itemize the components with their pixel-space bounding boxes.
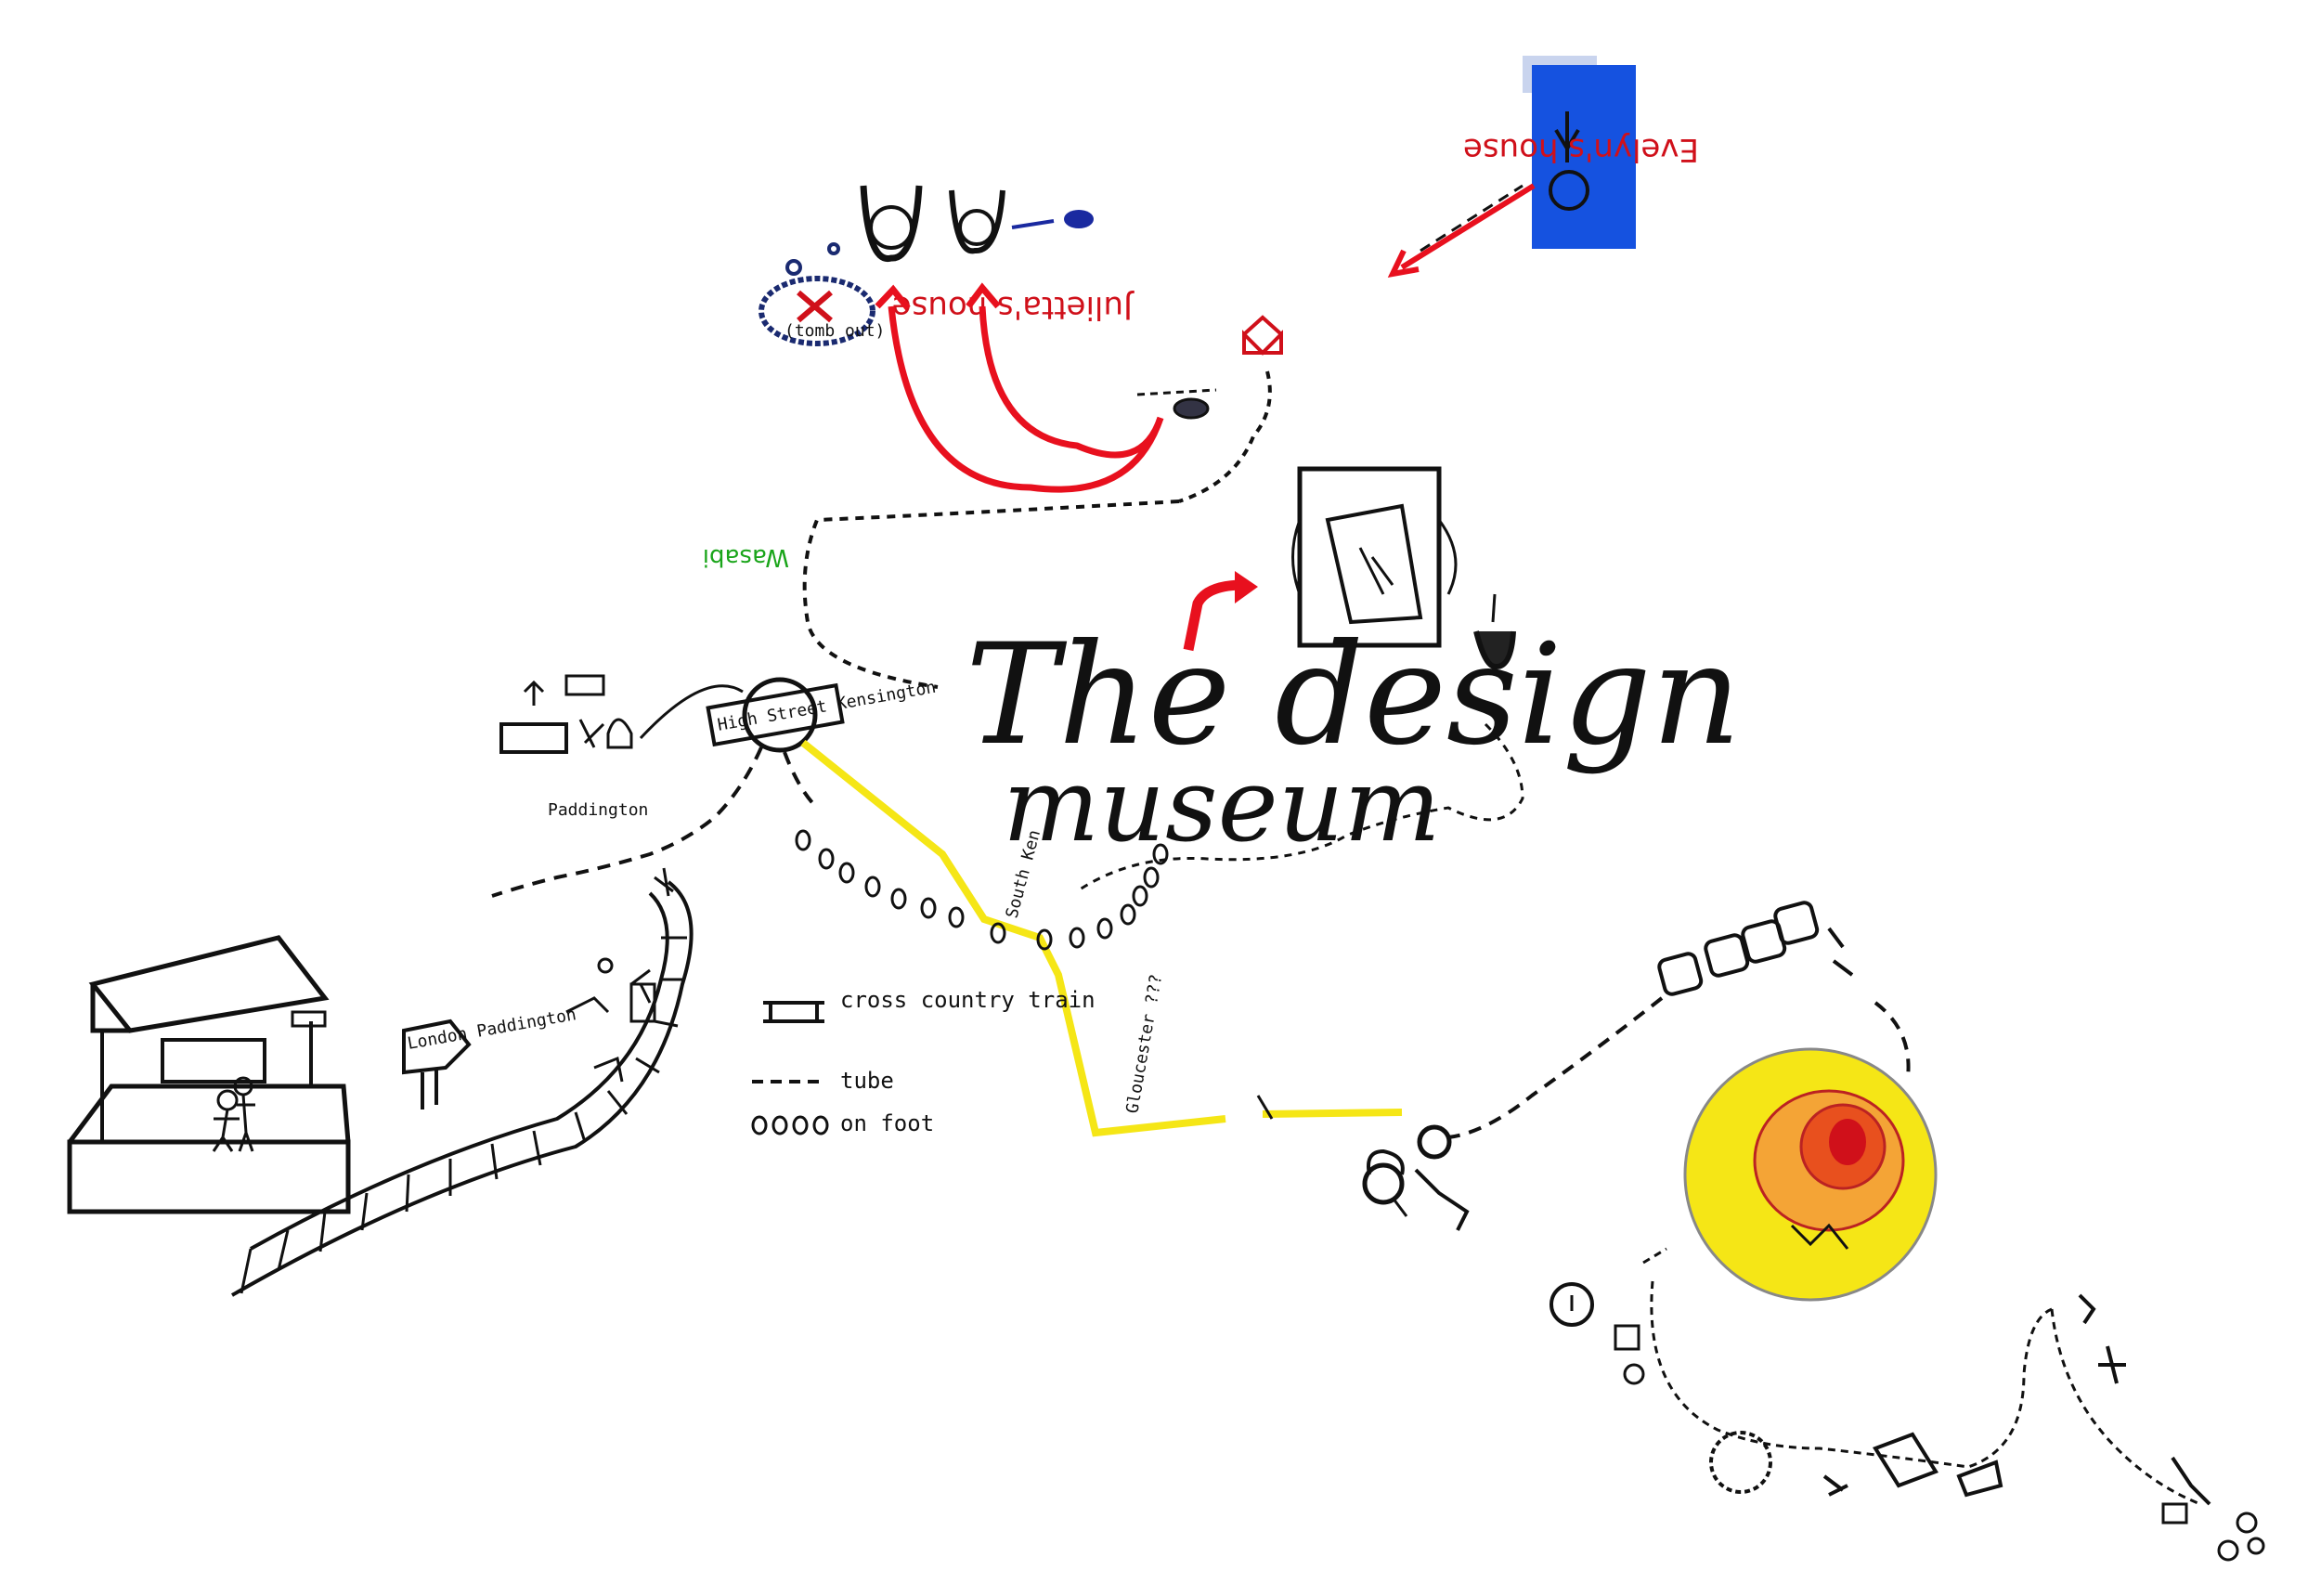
legend-cross-country-label: cross country train xyxy=(840,987,1096,1013)
detour-path xyxy=(1136,370,1272,503)
wasabi-label: Wasabi xyxy=(703,543,789,571)
person-head-2-icon xyxy=(949,189,1005,254)
gloucester-label: Gloucester ??? xyxy=(1122,973,1166,1115)
railway-track xyxy=(231,880,694,1297)
tube-path-loop xyxy=(1874,1001,1911,1078)
sun-drawing xyxy=(1683,1047,1938,1302)
london-paddington-label: London Paddington xyxy=(406,1005,577,1054)
museum-title-line2: museum xyxy=(1003,746,1441,864)
blue-arrow-icon xyxy=(1011,210,1094,229)
walk-path-to-museum xyxy=(802,500,1180,689)
artwork-frame xyxy=(1291,466,1458,648)
person-small-icon xyxy=(1473,593,1516,669)
on-foot-circles xyxy=(795,829,1169,951)
high-street-kensington-station xyxy=(706,677,845,753)
house-icon xyxy=(1242,315,1283,356)
paddington-marker xyxy=(654,867,674,897)
small-objects-bottom-right xyxy=(1614,1247,2265,1562)
museum-title-line1: The design xyxy=(966,615,1741,776)
tomb-out-bubble xyxy=(759,242,875,346)
phone-and-figures-sketch xyxy=(499,674,744,754)
paddington-station-building xyxy=(67,935,351,1214)
paddington-label: Paddington xyxy=(548,800,648,820)
legend-tube-label: tube xyxy=(840,1068,894,1094)
train-carriages xyxy=(1657,901,1854,996)
evelyns-house-note xyxy=(1523,56,1636,249)
faces-group xyxy=(1362,1124,1470,1231)
tube-path-paddington xyxy=(491,746,763,898)
evelyns-house-label: Evelyn's house xyxy=(1463,131,1699,168)
clock-icon xyxy=(1549,1282,1594,1327)
legend-on-foot-label: on foot xyxy=(840,1110,934,1136)
london-paddington-signpost xyxy=(402,1019,472,1109)
legend: cross country train tube on foot xyxy=(751,987,1096,1136)
tomb-out-label: (tomb out) xyxy=(784,321,885,341)
tube-path-east xyxy=(1447,996,1664,1139)
red-small-arrow xyxy=(1183,571,1258,652)
legend-cross-country-symbol xyxy=(763,1001,824,1023)
tube-path-south xyxy=(783,751,819,810)
yellow-tube-line xyxy=(800,739,1403,1137)
person-head-1-icon xyxy=(860,185,923,262)
track-figures xyxy=(565,957,656,1083)
juliettas-house-label: Julietta's house xyxy=(892,289,1135,326)
walk-path-east xyxy=(1076,722,1524,893)
red-route-arrow-top xyxy=(1387,183,1536,278)
legend-on-foot-symbol xyxy=(751,1115,829,1135)
red-curved-arrows xyxy=(875,282,1164,493)
